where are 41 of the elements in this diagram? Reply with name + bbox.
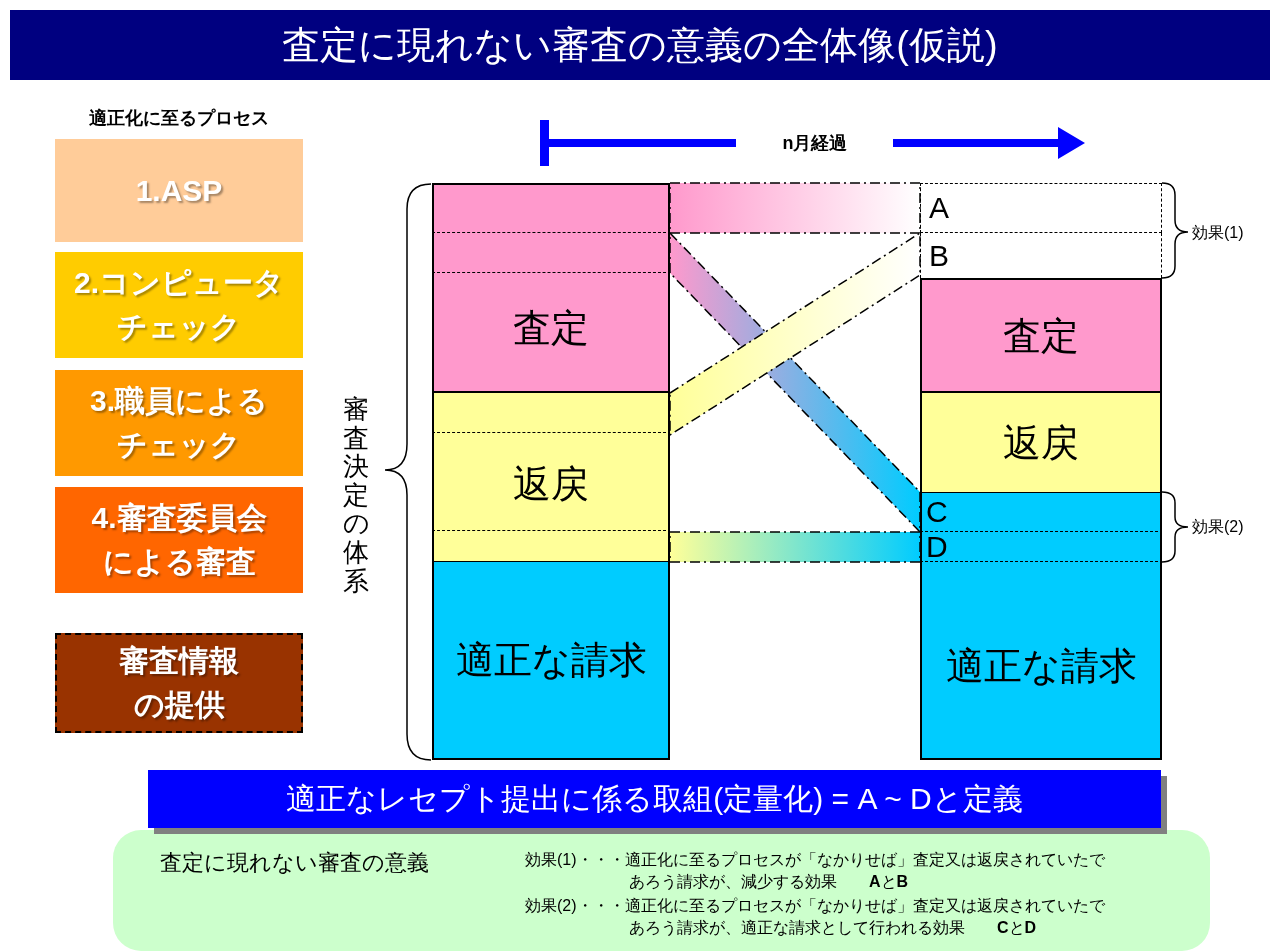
bar-segment <box>920 278 1162 393</box>
flow-ribbon <box>669 231 921 534</box>
axis-label: 審査決定の体系 <box>343 395 369 596</box>
slot-letter: C <box>926 496 948 527</box>
flow-ribbon <box>669 531 921 563</box>
segment-label: 適正な請求 <box>945 643 1137 688</box>
flow-ribbon <box>669 231 921 437</box>
process-box <box>55 487 303 593</box>
segment-label: 適正な請求 <box>455 638 647 682</box>
box-label: 1.ASP <box>134 172 224 209</box>
segment-label: 返戻 <box>513 462 589 506</box>
process-box <box>55 139 303 242</box>
bar-segment <box>920 393 1162 492</box>
panel-heading: 査定に現れない審査の意義 <box>160 849 429 877</box>
segment-label: 査定 <box>1003 313 1079 358</box>
box-label: 2.コンピュータチェック <box>73 265 285 345</box>
effect-description: 効果(1)・・・適正化に至るプロセスが「なかりせば」査定又は返戻されていたであろう請求が、減少する効果 AとB <box>525 850 1105 892</box>
box-label: 3.職員によるチェック <box>89 383 269 463</box>
box-label: 4.審査委員会による審査 <box>90 500 268 580</box>
banner-text: 適正なレセプト提出に係る取組(定量化) = A ~ Dと定義 <box>286 781 1023 817</box>
bar-segment <box>920 492 1162 760</box>
title: 査定に現れない審査の意義の全体像(仮説) <box>282 23 998 68</box>
effect-description: 効果(2)・・・適正化に至るプロセスが「なかりせば」査定又は返戻されていたであろう請求が、適正な請求として行われる効果 CとD <box>525 896 1105 938</box>
bar-segment <box>432 562 670 760</box>
effect-label: 効果(2) <box>1192 517 1244 537</box>
bar-segment <box>432 183 670 393</box>
note-panel <box>113 830 1210 951</box>
column-heading: 適正化に至るプロセス <box>88 107 270 130</box>
box-label: 審査情報の提供 <box>118 643 240 723</box>
elapsed-time-label: n月経過 <box>781 132 849 155</box>
slot-letter: A <box>929 193 949 223</box>
flow-ribbon <box>669 182 921 234</box>
bar-segment <box>432 393 670 562</box>
process-box <box>55 633 303 733</box>
segment-label: 査定 <box>513 306 589 350</box>
process-box <box>55 370 303 476</box>
segment-label: 返戻 <box>1003 420 1079 465</box>
slot-letter: B <box>929 240 949 271</box>
effect-label: 効果(1) <box>1192 223 1244 243</box>
process-box <box>55 252 303 358</box>
slot-letter: D <box>926 531 948 562</box>
